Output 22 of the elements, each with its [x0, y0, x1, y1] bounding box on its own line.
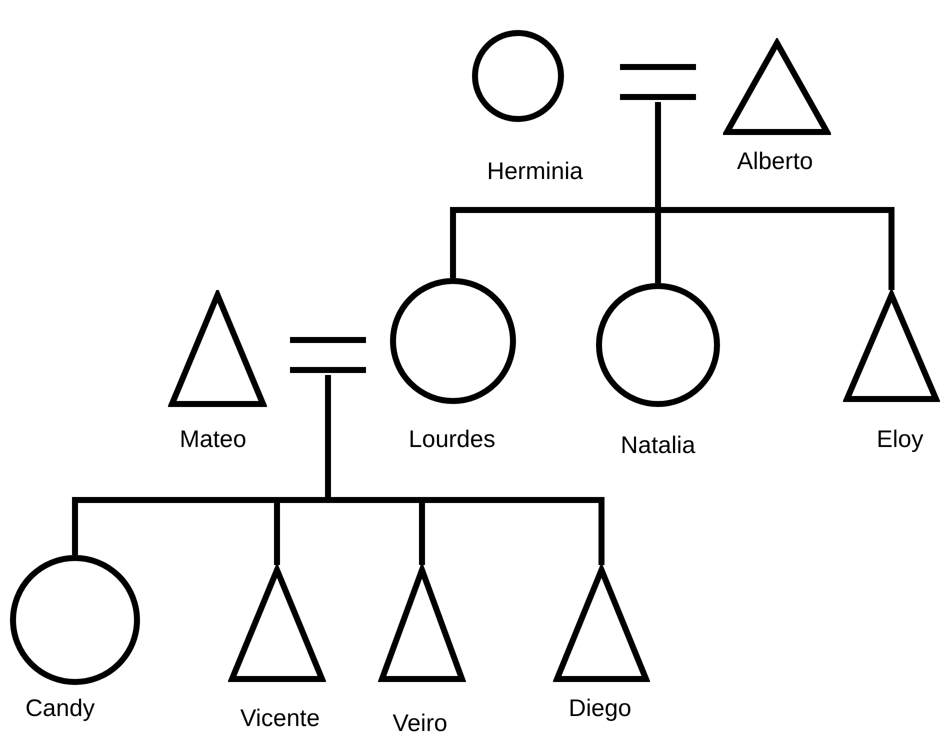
- circle-symbol: [472, 30, 564, 122]
- triangle-symbol: [378, 565, 466, 682]
- name-label: Mateo: [180, 428, 246, 452]
- triangle-symbol: [168, 290, 267, 407]
- name-label: Diego: [568, 697, 632, 721]
- marriage-sign: [620, 62, 696, 102]
- triangle-symbol: [723, 38, 831, 135]
- triangle-symbol: [843, 290, 940, 402]
- circle-symbol: [596, 283, 720, 407]
- name-label: Herminia: [486, 160, 584, 184]
- name-label: Natalia: [620, 434, 696, 458]
- name-label: Vicente: [240, 707, 320, 731]
- circle-symbol: [10, 555, 140, 685]
- marriage-sign: [290, 335, 366, 375]
- name-label: Eloy: [876, 428, 924, 452]
- name-label: Candy: [25, 697, 95, 721]
- triangle-symbol: [228, 565, 326, 682]
- name-label: Alberto: [736, 150, 814, 174]
- name-label: Veiro: [392, 712, 448, 736]
- name-label: Lourdes: [408, 428, 496, 452]
- circle-symbol: [390, 278, 516, 404]
- triangle-symbol: [553, 565, 650, 682]
